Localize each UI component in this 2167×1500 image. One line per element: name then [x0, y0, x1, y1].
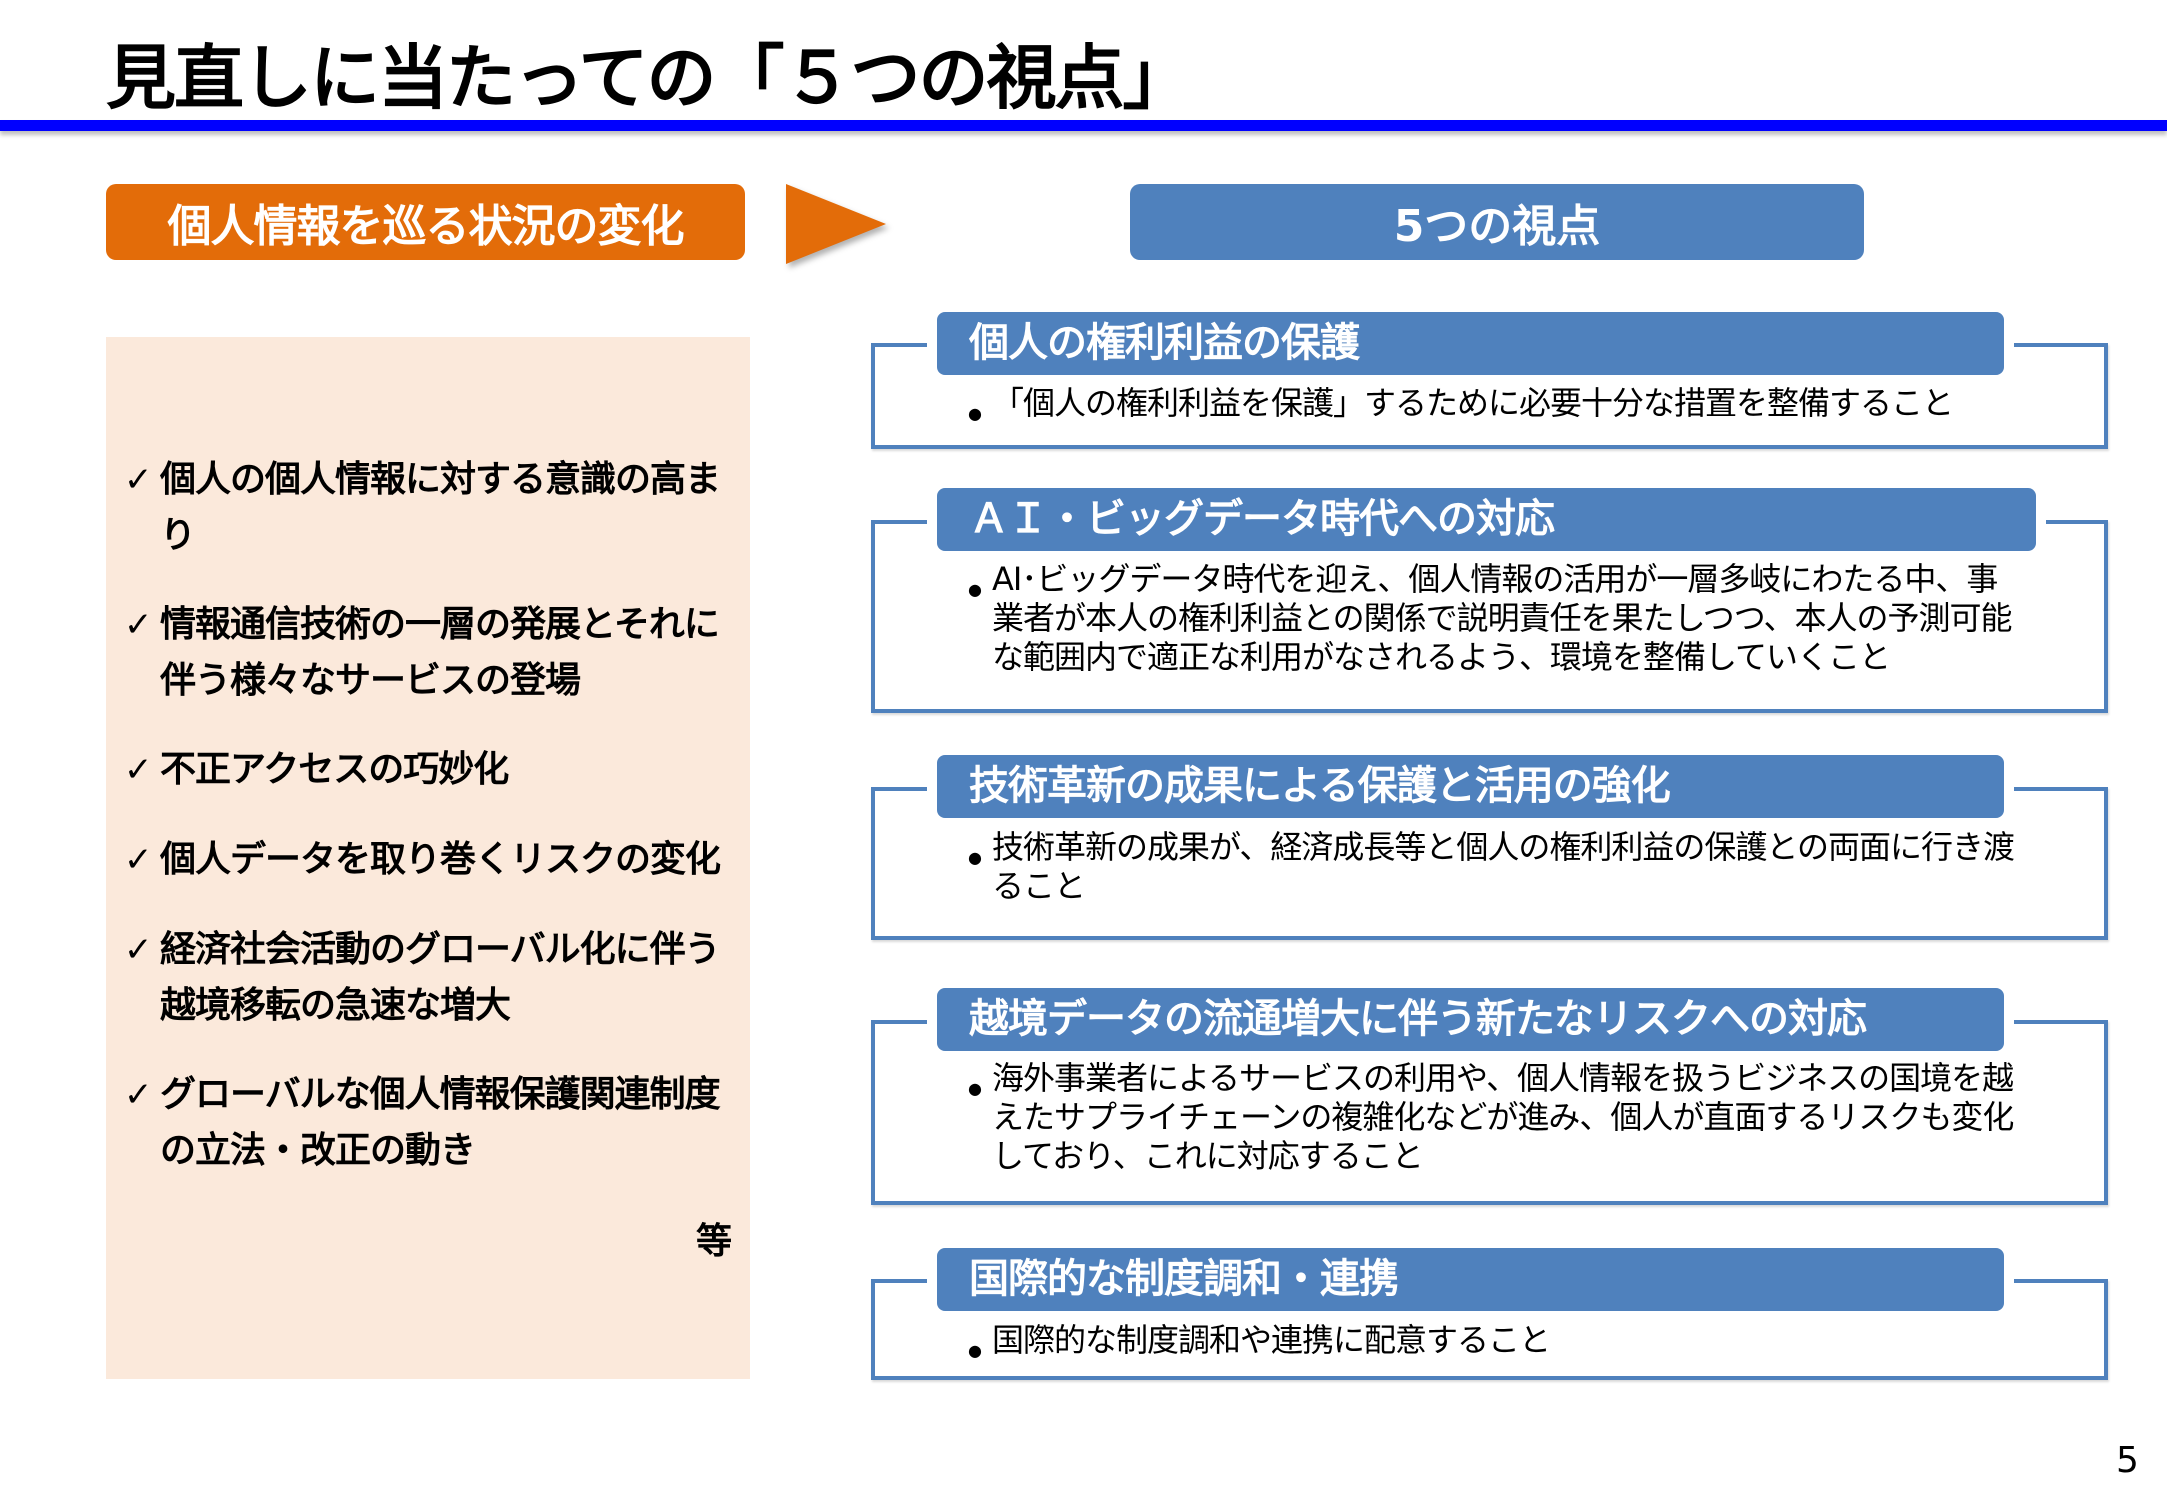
viewpoint-title: 越境データの流通増大に伴う新たなリスクへの対応 — [937, 988, 2004, 1051]
viewpoint-text: AI･ビッグデータ時代を迎え、個人情報の活用が一層多岐にわたる中、事業者が本人の… — [992, 560, 2012, 676]
page-number: 5 — [2116, 1440, 2139, 1481]
list-item: 個人データを取り巻くリスクの変化 — [160, 839, 721, 880]
changes-panel: ✓ 個人の個人情報に対する意識の高まり ✓ 情報通信技術の一層の発展とそれに伴う… — [106, 337, 750, 1379]
list-item: 不正アクセスの巧妙化 — [160, 749, 509, 790]
bullet-icon: ● — [968, 580, 982, 599]
check-icon: ✓ — [124, 930, 153, 970]
viewpoint-title: 技術革新の成果による保護と活用の強化 — [937, 755, 2004, 818]
list-item: グローバルな個人情報保護関連制度の立法・改正の動き — [160, 1074, 721, 1171]
arrow-right-icon — [786, 184, 886, 264]
bullet-icon: ● — [968, 404, 982, 423]
page-title: 見直しに当たっての「５つの視点」 — [106, 37, 1192, 119]
bullet-icon: ● — [968, 1079, 982, 1098]
changes-heading: 個人情報を巡る状況の変化 — [106, 184, 745, 260]
check-icon: ✓ — [124, 750, 153, 790]
list-item: 情報通信技術の一層の発展とそれに伴う様々なサービスの登場 — [160, 604, 720, 701]
bullet-icon: ● — [968, 848, 982, 867]
check-icon: ✓ — [124, 460, 153, 500]
etc-label: 等 — [695, 1221, 732, 1262]
viewpoint-body: ● 海外事業者によるサービスの利用や、個人情報を扱うビジネスの国境を越えたサプライ… — [968, 1059, 2022, 1176]
title-divider — [0, 120, 2167, 131]
viewpoint-text: 海外事業者によるサービスの利用や、個人情報を扱うビジネスの国境を越えたサプライチ… — [992, 1059, 2014, 1175]
list-item: 個人の個人情報に対する意識の高まり — [160, 459, 721, 556]
viewpoints-heading: 5つの視点 — [1130, 184, 1864, 260]
viewpoint-text: 「個人の権利利益を保護」するために必要十分な措置を整備すること — [992, 384, 1954, 422]
check-icon: ✓ — [124, 605, 153, 645]
viewpoint-title: 国際的な制度調和・連携 — [937, 1248, 2004, 1311]
bullet-icon: ● — [968, 1341, 982, 1360]
viewpoint-body: ● 「個人の権利利益を保護」するために必要十分な措置を整備すること — [968, 384, 2022, 423]
viewpoint-body: ● 国際的な制度調和や連携に配意すること — [968, 1321, 2022, 1360]
viewpoint-title: ＡＩ・ビッグデータ時代への対応 — [937, 488, 2036, 551]
list-item: 経済社会活動のグローバル化に伴う越境移転の急速な増大 — [160, 929, 721, 1026]
check-icon: ✓ — [124, 1075, 153, 1115]
viewpoint-body: ● AI･ビッグデータ時代を迎え、個人情報の活用が一層多岐にわたる中、事業者が本人… — [968, 560, 2022, 677]
viewpoint-text: 技術革新の成果が、経済成長等と個人の権利利益の保護との両面に行き渡ること — [992, 828, 2015, 905]
viewpoint-text: 国際的な制度調和や連携に配意すること — [992, 1321, 1551, 1359]
check-icon: ✓ — [124, 840, 153, 880]
viewpoint-body: ● 技術革新の成果が、経済成長等と個人の権利利益の保護との両面に行き渡ること — [968, 828, 2022, 906]
viewpoint-title: 個人の権利利益の保護 — [937, 312, 2004, 375]
